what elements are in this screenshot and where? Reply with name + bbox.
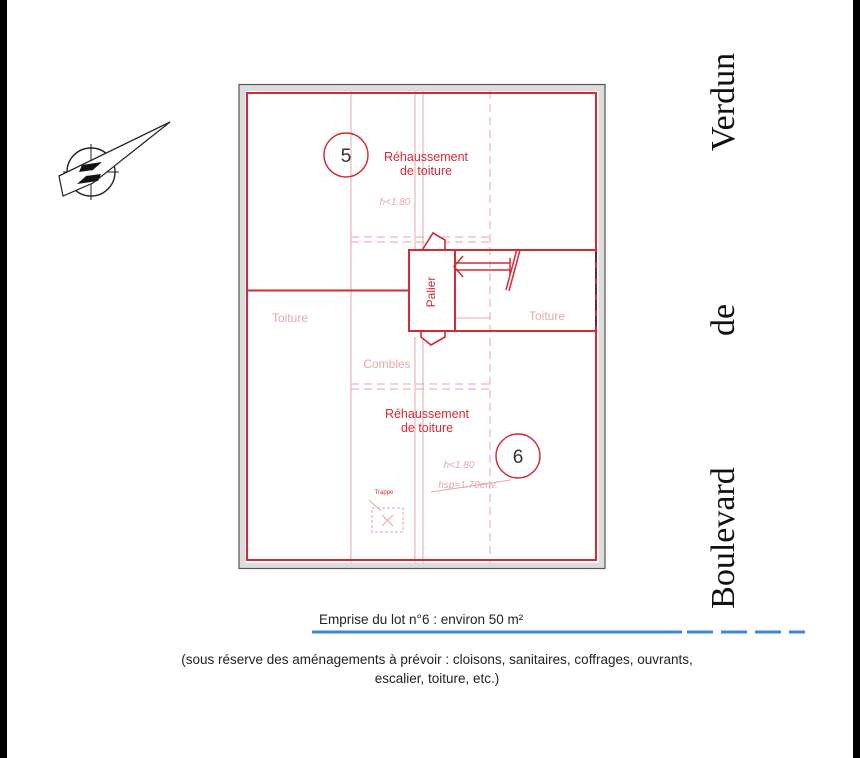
room-label-line1: Réhaussement: [384, 150, 469, 164]
stair-landing: Palier: [408, 231, 521, 346]
height-note: h<1.80: [380, 197, 411, 208]
floor-plan: Palier 5 Réhaussement de toiture h<1.80 …: [58, 83, 805, 634]
hatch-label: Trappe: [375, 490, 394, 496]
roof-left-label: Toiture: [272, 311, 308, 325]
street-word-boulevard: Boulevard: [705, 467, 743, 609]
hatch: Trappe: [368, 490, 404, 533]
room-label-line1: Réhaussement: [385, 407, 470, 421]
attic-label: Combles: [363, 357, 410, 371]
height-note: h<1.80: [444, 460, 475, 471]
lot-area-caption: Emprise du lot n°6 : environ 50 m²: [319, 612, 524, 627]
hatch-cross-icon: [368, 499, 404, 533]
street-word-verdun: Verdun: [705, 52, 743, 152]
room-label-line2: de toiture: [401, 421, 453, 435]
room-number-badge: [495, 433, 541, 479]
reservation-note: (sous réserve des aménagements à prévoir…: [181, 652, 693, 686]
street-word-de: de: [705, 303, 742, 337]
room-number-badge: [323, 132, 369, 178]
arrow-left-icon: [453, 248, 521, 292]
roof-right-label: Toiture: [529, 309, 565, 323]
landing-label: Palier: [424, 277, 438, 308]
hsp-note: hsp=1.70env.: [438, 480, 498, 491]
room-label-line2: de toiture: [400, 164, 452, 178]
room-6: 6 Réhaussement de toiture h<1.80 hsp=1.7…: [385, 407, 541, 493]
room-number: 6: [513, 447, 524, 468]
compass-north-icon: [58, 121, 171, 200]
room-number: 5: [341, 146, 352, 167]
street-name: Verdun de Boulevard: [700, 53, 748, 609]
room-5: 5 Réhaussement de toiture h<1.80: [323, 132, 469, 208]
page: Palier 5 Réhaussement de toiture h<1.80 …: [7, 0, 853, 758]
